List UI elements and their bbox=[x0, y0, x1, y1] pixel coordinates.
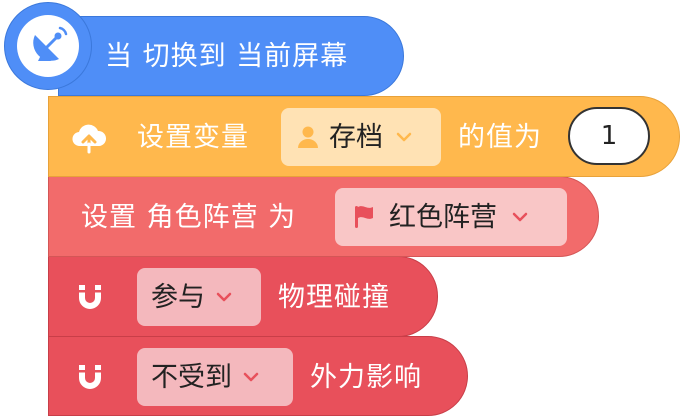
force-option-dropdown[interactable]: 不受到 bbox=[137, 348, 293, 406]
value-label: 的值为 bbox=[458, 122, 542, 153]
variable-dropdown[interactable]: 存档 bbox=[281, 108, 441, 166]
chevron-down-icon bbox=[396, 132, 412, 142]
chevron-down-icon bbox=[512, 212, 528, 222]
when-switch-screen-hat-block[interactable]: 当 切换到 当前屏幕 bbox=[58, 16, 404, 96]
variable-name-text: 存档 bbox=[329, 121, 383, 153]
faction-value-text: 红色阵营 bbox=[389, 201, 497, 233]
magnet-icon bbox=[78, 285, 102, 309]
collision-block[interactable]: 参与 物理碰撞 bbox=[48, 256, 438, 337]
cloud-upload-icon bbox=[72, 124, 107, 154]
collision-label: 物理碰撞 bbox=[278, 282, 390, 313]
variable-value-text: 1 bbox=[600, 121, 618, 151]
force-block[interactable]: 不受到 外力影响 bbox=[48, 336, 468, 416]
collision-option-dropdown[interactable]: 参与 bbox=[137, 268, 261, 326]
chevron-down-icon bbox=[243, 372, 259, 382]
hat-block-label: 当 切换到 当前屏幕 bbox=[105, 41, 349, 72]
satellite-dish-icon bbox=[33, 26, 68, 61]
chevron-down-icon bbox=[216, 292, 232, 302]
set-variable-label: 设置变量 bbox=[137, 122, 249, 153]
faction-dropdown[interactable]: 红色阵营 bbox=[335, 188, 567, 246]
force-option-text: 不受到 bbox=[151, 361, 232, 393]
force-label: 外力影响 bbox=[310, 362, 422, 393]
person-icon bbox=[298, 126, 318, 148]
magnet-icon bbox=[78, 365, 102, 389]
set-variable-block[interactable]: 设置变量 存档 的值为 1 bbox=[48, 96, 680, 177]
variable-value-input[interactable]: 1 bbox=[568, 107, 650, 165]
faction-block[interactable]: 设置 角色阵营 为 红色阵营 bbox=[48, 176, 599, 257]
flag-icon bbox=[355, 206, 373, 228]
faction-label: 设置 角色阵营 为 bbox=[81, 202, 297, 233]
hat-block-icon-circle[interactable] bbox=[4, 2, 92, 90]
collision-option-text: 参与 bbox=[151, 281, 205, 313]
